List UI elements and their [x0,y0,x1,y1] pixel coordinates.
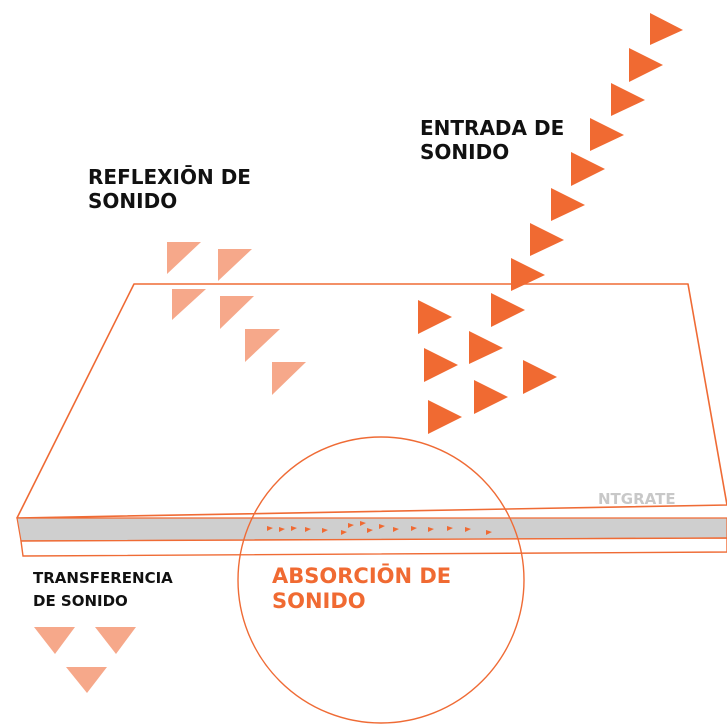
sound-absorption-label: ABSORCIŌN DE SONIDO [272,564,451,614]
sound-reflection-arrows [167,242,306,395]
panel-top-face [16,283,727,519]
reflection-arrow [245,329,280,362]
absorption-highlight-circle [237,436,525,724]
core-arrow [465,527,471,532]
reflection-arrow [218,249,252,281]
sound-transfer-label-line-2: DE SONIDO [33,591,128,610]
core-arrow [447,526,453,531]
reflection-arrow [167,242,201,274]
sound-transfer-label-line-1: TRANSFERENCIA [33,569,173,587]
transfer-arrow [95,627,136,654]
core-arrow [305,527,311,532]
core-wave-arrows [267,521,492,535]
sound-input-arrows [418,13,683,434]
input-arrow [474,380,508,414]
sound-transfer-arrows [34,627,136,693]
core-arrow [379,524,385,529]
input-arrow [571,152,605,186]
sound-input-label-line-1: ENTRADA DE [420,116,565,140]
sound-input-label-line-2: SONIDO [420,139,510,164]
core-arrow [367,528,373,533]
core-arrow [348,523,354,528]
core-arrow [411,526,417,531]
transfer-arrow [66,667,107,693]
transfer-arrow [34,627,75,654]
input-arrow [428,400,462,434]
core-arrow [322,528,328,533]
reflection-arrow [220,296,254,329]
input-arrow [650,13,683,45]
input-arrow [611,83,645,116]
panel-bottom-layer [20,537,727,557]
input-arrow [590,118,624,151]
core-arrow [341,530,347,535]
core-arrow [291,526,297,531]
input-arrow [491,293,525,327]
sound-absorption-label-line-1: ABSORCIŌN DE [272,564,452,588]
sound-transfer-label: TRANSFERENCIA DE SONIDO [33,567,173,612]
core-arrow [486,530,492,535]
core-arrow [279,527,285,532]
reflection-arrow [172,289,206,320]
input-arrow [551,188,585,221]
input-arrow [424,348,458,382]
reflection-arrow [272,362,306,395]
input-arrow [629,48,663,82]
sound-reflection-label-line-2: SONIDO [88,188,178,213]
core-arrow [267,526,273,531]
sound-input-label: ENTRADA DE SONIDO [420,116,565,164]
core-arrow [360,521,366,526]
input-arrow [418,300,452,334]
core-arrow [428,527,434,532]
core-arrow [393,527,399,532]
sound-reflection-label-line-1: REFLEXIŌN DE [88,165,251,189]
sound-absorption-label-line-2: SONIDO [272,588,366,613]
panel-core-layer [16,517,727,542]
input-arrow [469,331,503,364]
input-arrow [530,223,564,256]
input-arrow [523,360,557,394]
input-arrow [511,258,545,291]
brand-label: NTGRATE [598,490,676,508]
sound-reflection-label: REFLEXIŌN DE SONIDO [88,165,251,213]
